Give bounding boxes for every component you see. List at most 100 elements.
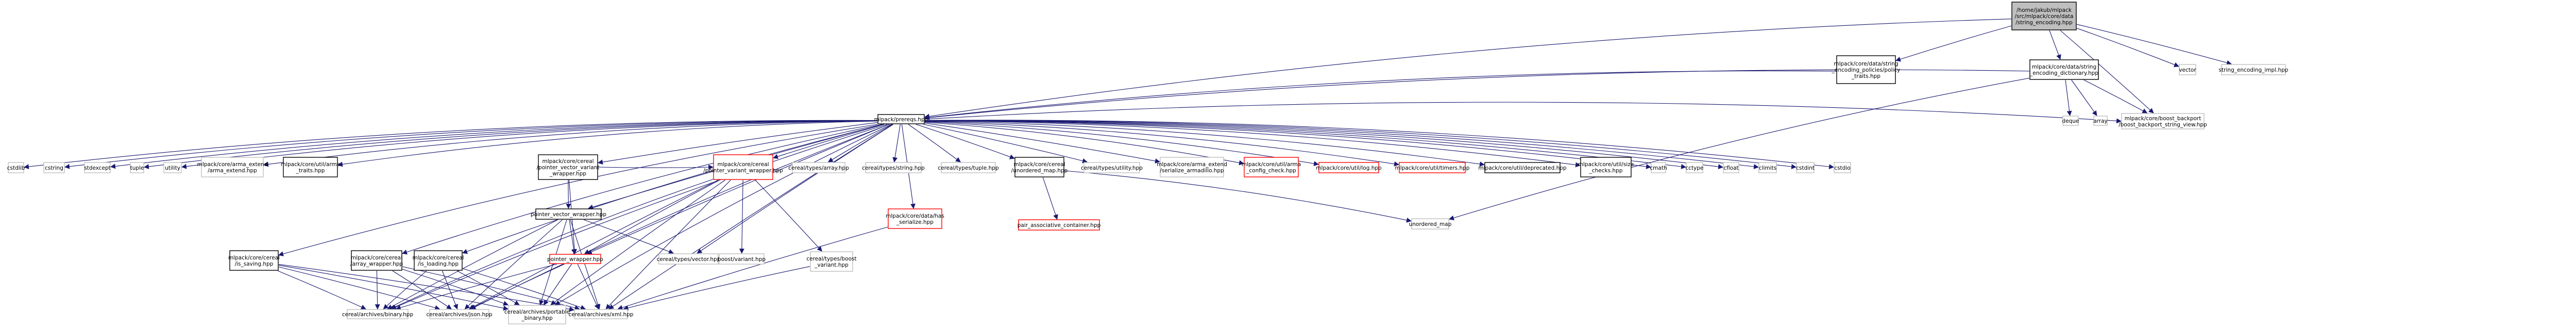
node-box [719,253,765,265]
node-box [508,305,566,324]
node-sepol[interactable]: mlpack/core/data/string_encoding_policie… [1832,55,1901,84]
node-certuple[interactable]: cereal/types/tuple.hpp [938,162,999,173]
edge-prereqs-to-xml [608,124,893,309]
node-cerboostvariant[interactable]: cereal/types/boost_variant.hpp [806,251,857,272]
node-deprecated[interactable]: mlpack/core/util/deprecated.hpp [1478,162,1567,173]
node-cmath[interactable]: cmath [1650,162,1667,173]
edge-ptrwrap-to-json [469,264,565,309]
edge-layer [24,19,2232,312]
edge-prereqs-to-timers [924,121,1399,167]
node-cerarray[interactable]: cereal/types/array.hpp [788,162,849,173]
node-cctype[interactable]: cctype [1685,162,1704,173]
node-pvw[interactable]: mlpack/core/cereal/pointer_vector_varian… [537,154,600,180]
node-pac[interactable]: pair_associative_container.hpp [1018,219,1101,231]
node-label-line: mlpack/core/cereal [717,161,769,168]
node-xml[interactable]: cereal/archives/xml.hpp [569,309,634,319]
node-box [1018,219,1100,231]
node-ptrwrap[interactable]: pointer_wrapper.hpp [547,254,603,264]
node-issaving[interactable]: mlpack/core/cereal/is_saving.hpp [228,250,280,271]
node-boostsv[interactable]: mlpack/core/boost_backport/boost_backpor… [2119,113,2207,129]
node-box [865,162,922,173]
node-box [1014,157,1064,177]
node-json[interactable]: cereal/archives/json.hpp [426,309,493,319]
node-sei[interactable]: string_encoding_impl.hpp [2219,64,2289,75]
node-armaext[interactable]: mlpack/core/arma_extend/arma_extend.hpp [197,157,268,177]
node-cstdint[interactable]: cstdint [1796,162,1815,173]
node-arrwrap[interactable]: mlpack/core/cereal/array_wrapper.hpp [350,250,403,271]
node-root[interactable]: /home/jakub/mlpack/src/mlpack/core/data/… [2011,2,2077,30]
node-label-line: string_encoding_impl.hpp [2219,67,2289,73]
node-cerutil[interactable]: cereal/types/utility.hpp [1081,162,1143,173]
node-box [713,154,773,180]
edge-pvarw-to-ptrwrap [584,180,720,254]
edge-prereqs-to-binary [391,124,888,310]
node-label-line: mlpack/core/data/has [886,213,944,219]
edge-issaving-to-xml [278,264,574,312]
node-label-line: cmath [1650,165,1667,171]
node-sedict[interactable]: mlpack/core/data/string_encoding_diction… [2029,59,2099,80]
node-binary[interactable]: cereal/archives/binary.hpp [342,309,414,319]
node-armacfg[interactable]: mlpack/core/util/arma_config_check.hpp [1242,157,1301,177]
node-armatraits[interactable]: mlpack/core/util/arma_traits.hpp [281,157,340,177]
node-label-line: cstdlib [7,165,25,171]
node-vector[interactable]: vector [2179,64,2196,75]
edge-prereqs-to-cstdlib [24,120,878,170]
edge-ptrwrap-to-binary [395,264,557,311]
edge-prereqs-to-armatraits [337,121,878,167]
node-cfloat[interactable]: cfloat [1723,162,1739,173]
edge-pvw-to-pvarw [598,165,714,170]
edge-prereqs-to-tuple [144,120,878,169]
node-unordered_map[interactable]: unordered_map [1409,218,1452,230]
node-climits[interactable]: climits [1758,162,1777,173]
node-cstdlib[interactable]: cstdlib [7,162,25,173]
node-label-line: /array_wrapper.hpp [350,261,403,267]
node-label-line: pair_associative_container.hpp [1018,222,1101,229]
node-cervector[interactable]: cereal/types/vector.hpp [657,253,721,265]
node-box [1686,162,1703,173]
node-cstring[interactable]: cstring [43,162,65,173]
node-box [1083,162,1140,173]
edge-arrwrap-to-json [392,270,452,309]
node-cerstring[interactable]: cereal/types/string.hpp [862,162,925,173]
edge-pvecw-to-xml [570,219,601,309]
node-cstdio[interactable]: cstdio [1834,162,1851,173]
node-label-line: cfloat [1723,165,1738,171]
node-boostvariant[interactable]: boost/variant.hpp [718,253,766,265]
node-pvarw[interactable]: mlpack/core/cereal/pointer_variant_wrapp… [703,154,783,180]
node-prereqs[interactable]: mlpack/prereqs.hpp [874,114,928,124]
node-box [941,162,996,173]
node-box [888,208,942,229]
edge-pvarw-to-cerboostvariant [755,180,822,252]
node-box [2221,64,2286,75]
node-label-line: stdexcept [84,165,111,171]
node-stdexcept[interactable]: stdexcept [84,162,111,173]
node-box [201,157,264,177]
node-umap[interactable]: mlpack/core/cereal/unordered_map.hpp [1011,157,1068,177]
node-box [1723,162,1739,173]
node-label-line: mlpack/core/boost_backport [2125,116,2201,122]
node-box [283,157,338,177]
edge-prereqs-to-cfloat [924,120,1723,169]
edge-root-to-boostsv [2060,30,2154,113]
node-box [163,162,182,173]
edge-pvw-to-pvecw [566,180,571,209]
node-sizechecks[interactable]: mlpack/core/util/size_checks.hpp [1578,157,1634,177]
node-box [1651,162,1666,173]
node-label-line: mlpack/core/util/size [1578,161,1634,168]
node-label-line: mlpack/core/cereal [412,255,464,261]
node-label-line: mlpack/core/data/string [2032,64,2096,70]
node-tuple[interactable]: tuple [130,162,144,173]
node-timers[interactable]: mlpack/core/util/timers.hpp [1395,162,1470,173]
edge-prereqs-to-cmath [924,120,1651,169]
node-deque[interactable]: deque [2062,116,2079,126]
node-label-line: _wrapper.hpp [549,171,586,177]
node-utility[interactable]: utility [163,162,182,173]
node-isloading[interactable]: mlpack/core/cereal/is_loading.hpp [412,250,464,271]
node-pvecw[interactable]: pointer_vector_wrapper.hpp [531,208,606,220]
node-portable[interactable]: cereal/archives/portable_binary.hpp [504,305,570,324]
node-array[interactable]: array [2093,116,2108,126]
edge-arrwrap-to-portable [402,269,509,306]
node-hasser[interactable]: mlpack/core/data/has_serialize.hpp [886,208,944,229]
node-serarmadillo[interactable]: mlpack/core/arma_extend/serialize_armadi… [1157,157,1227,177]
node-log[interactable]: mlpack/core/util/log.hpp [1316,162,1382,173]
